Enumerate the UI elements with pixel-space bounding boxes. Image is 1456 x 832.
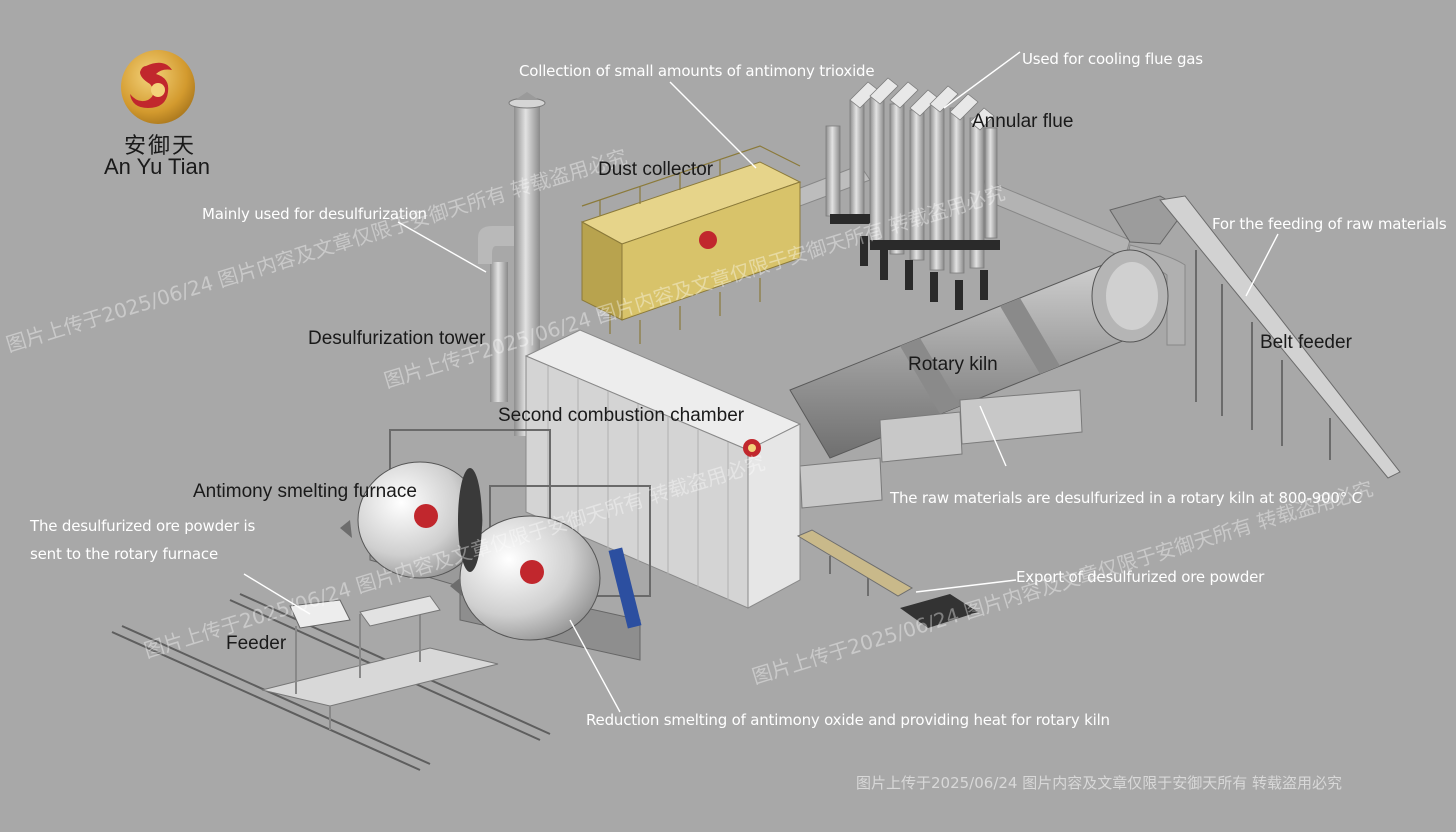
feeder-drawing — [261, 595, 499, 730]
leader-lines — [243, 51, 1279, 713]
belt-feeder-drawing — [1109, 195, 1401, 479]
label-antimony-smelting-furnace: Antimony smelting furnace — [193, 481, 417, 502]
label-desulfurized-powder-line1: The desulfurized ore powder is — [30, 517, 256, 535]
brand-name-cn: 安御天 — [124, 134, 197, 159]
label-collection-antimony-trioxide: Collection of small amounts of antimony … — [519, 62, 875, 80]
label-reduction-smelting: Reduction smelting of antimony oxide and… — [586, 711, 1110, 729]
label-mainly-desulfurization: Mainly used for desulfurization — [202, 205, 427, 223]
ore-powder-export-chute — [796, 529, 978, 628]
label-annular-flue: Annular flue — [972, 111, 1074, 132]
label-dust-collector: Dust collector — [598, 159, 714, 180]
label-second-combustion-chamber: Second combustion chamber — [498, 405, 745, 426]
rotary-kiln-drawing — [789, 249, 1169, 509]
label-desulfurized-powder-line2: sent to the rotary furnace — [30, 545, 218, 563]
watermark-footer: 图片上传于2025/06/24 图片内容及文章仅限于安御天所有 转载盗用必究 — [856, 774, 1342, 792]
label-desulfurization-tower: Desulfurization tower — [308, 328, 486, 349]
label-feeder: Feeder — [226, 633, 287, 654]
brand-name-en: An Yu Tian — [104, 154, 211, 179]
label-feeding-raw-materials: For the feeding of raw materials — [1212, 215, 1447, 233]
antimony-smelting-furnace-drawing — [340, 429, 651, 661]
label-rotary-kiln: Rotary kiln — [908, 354, 998, 375]
dust-collector-drawing — [580, 145, 802, 344]
annular-flue-drawing — [825, 77, 1000, 310]
label-raw-materials-desulfurized: The raw materials are desulfurized in a … — [890, 489, 1362, 507]
second-combustion-chamber-drawing — [524, 329, 802, 609]
label-belt-feeder: Belt feeder — [1260, 332, 1352, 353]
brand-logo-icon — [121, 50, 195, 124]
label-cooling-flue-gas: Used for cooling flue gas — [1022, 50, 1203, 68]
label-export-powder: Export of desulfurized ore powder — [1016, 568, 1265, 586]
